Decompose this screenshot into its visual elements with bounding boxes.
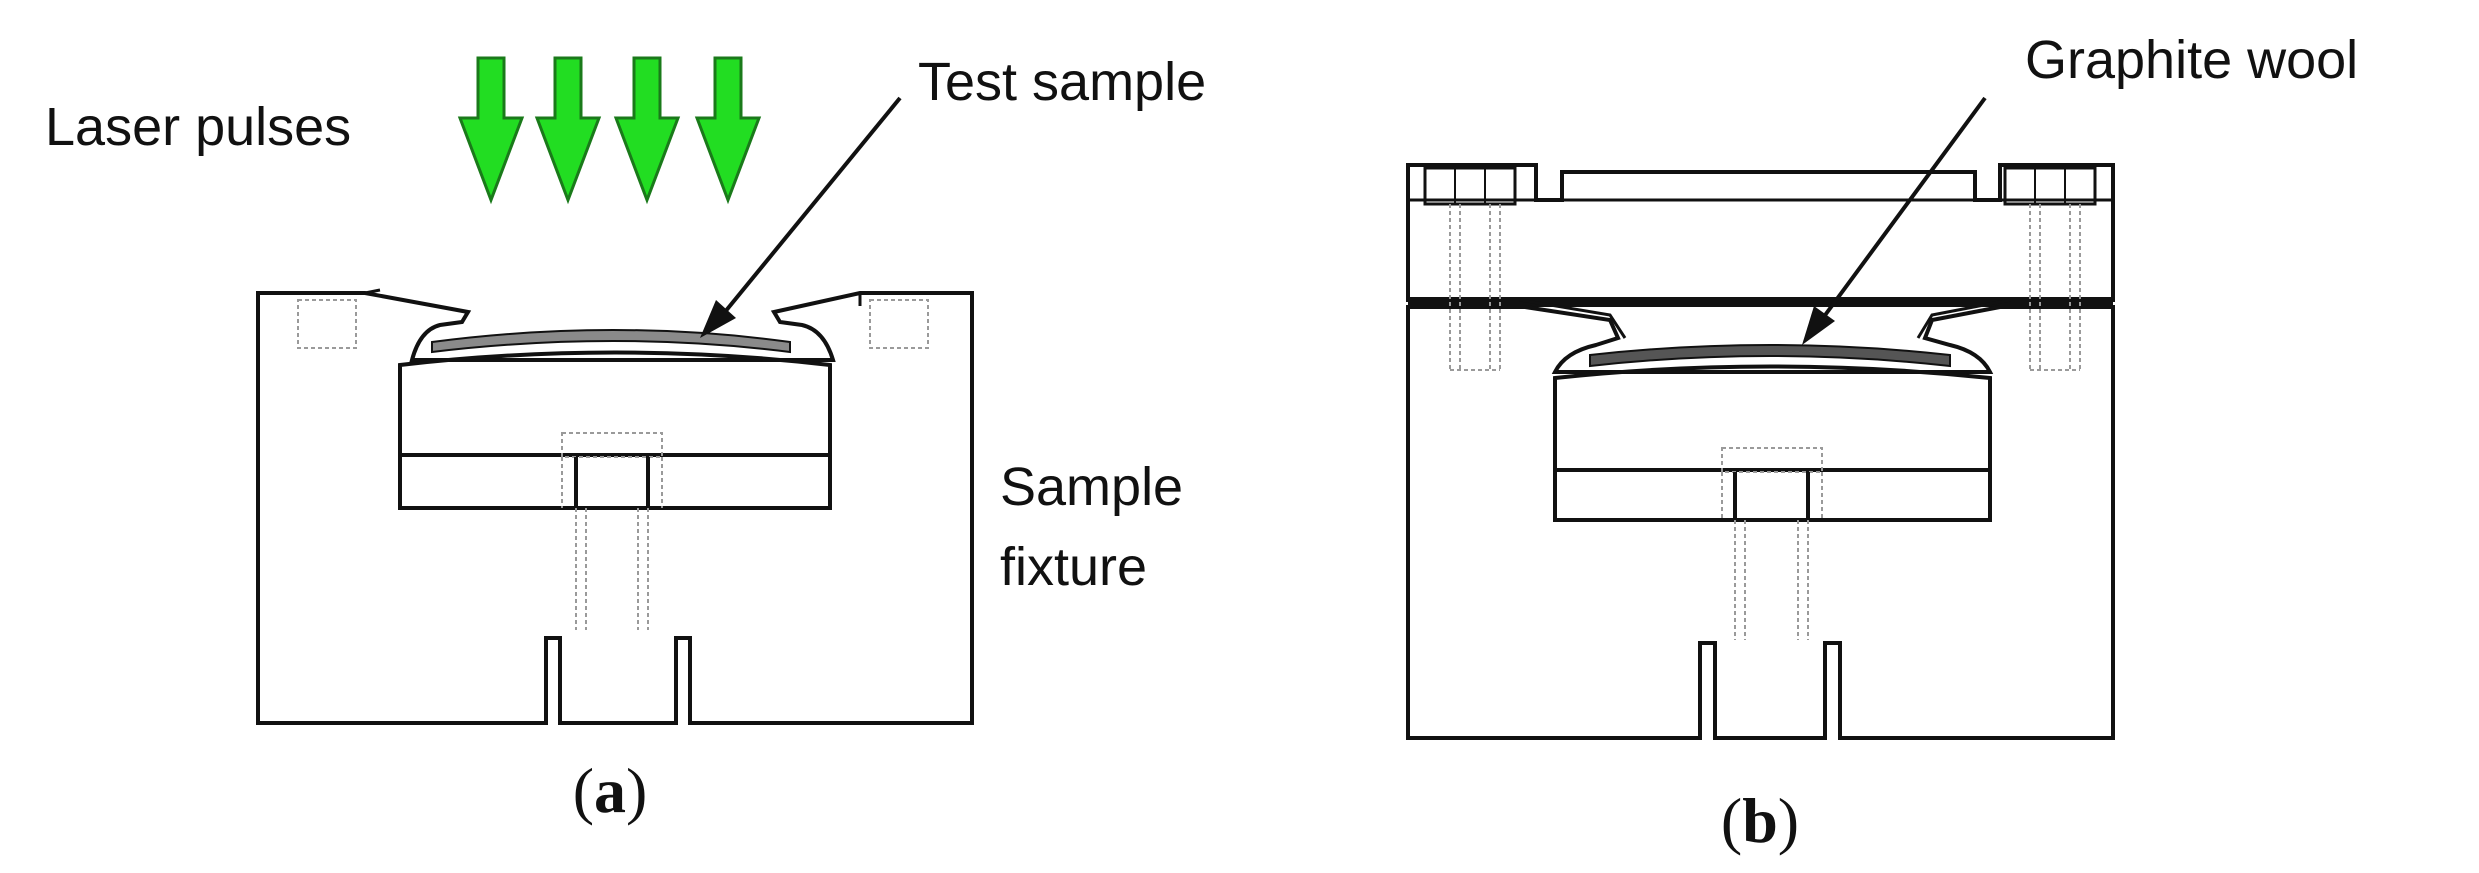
center-screw-head-b xyxy=(1733,472,1810,520)
laser-pulse-arrow-4 xyxy=(694,56,762,205)
laser-pulse-arrows xyxy=(457,56,762,205)
test-sample-label: Test sample xyxy=(918,52,1206,112)
sample-holder-b xyxy=(1553,364,1992,522)
center-screw-b xyxy=(1721,447,1823,640)
clamp-wedge-left-b xyxy=(1519,298,1627,339)
graphite-wool-layer xyxy=(1589,344,1951,368)
sample-fixture-body-b xyxy=(1406,305,2115,740)
sample-fixture-label-line1: Sample xyxy=(1000,457,1183,517)
panel-b: Graphite wool (b) xyxy=(1406,30,2358,856)
panel-a: Laser pulses Test sample Sample fixture … xyxy=(45,52,1206,826)
panel-label-b: (b) xyxy=(1721,785,1799,856)
graphite-wool-pointer xyxy=(1802,96,1987,345)
bolt-right-b xyxy=(2003,166,2097,371)
laser-pulse-arrow-1 xyxy=(457,56,525,205)
graphite-wool-label: Graphite wool xyxy=(2025,30,2358,90)
test-sample-pointer xyxy=(700,96,902,338)
laser-pulses-label: Laser pulses xyxy=(45,97,351,157)
screw-hole-right-a xyxy=(869,299,929,349)
screw-hole-left-a xyxy=(297,299,357,349)
clamp-edge-left-a xyxy=(364,288,381,295)
center-screw-head-a xyxy=(574,457,650,508)
plate-gap-b xyxy=(1408,297,2113,307)
laser-pulse-arrow-3 xyxy=(613,56,681,205)
sample-fixture-label-line2: fixture xyxy=(1000,537,1147,597)
sample-fixture-body-a xyxy=(256,291,974,725)
panel-label-a: (a) xyxy=(573,755,648,826)
bolt-left-b xyxy=(1423,166,1517,371)
center-screw-a xyxy=(561,432,663,630)
test-sample-disc xyxy=(431,329,791,354)
laser-pulse-arrow-2 xyxy=(534,56,602,205)
clamp-wedge-right-b xyxy=(1916,298,2011,339)
sample-holder-a xyxy=(398,350,832,510)
